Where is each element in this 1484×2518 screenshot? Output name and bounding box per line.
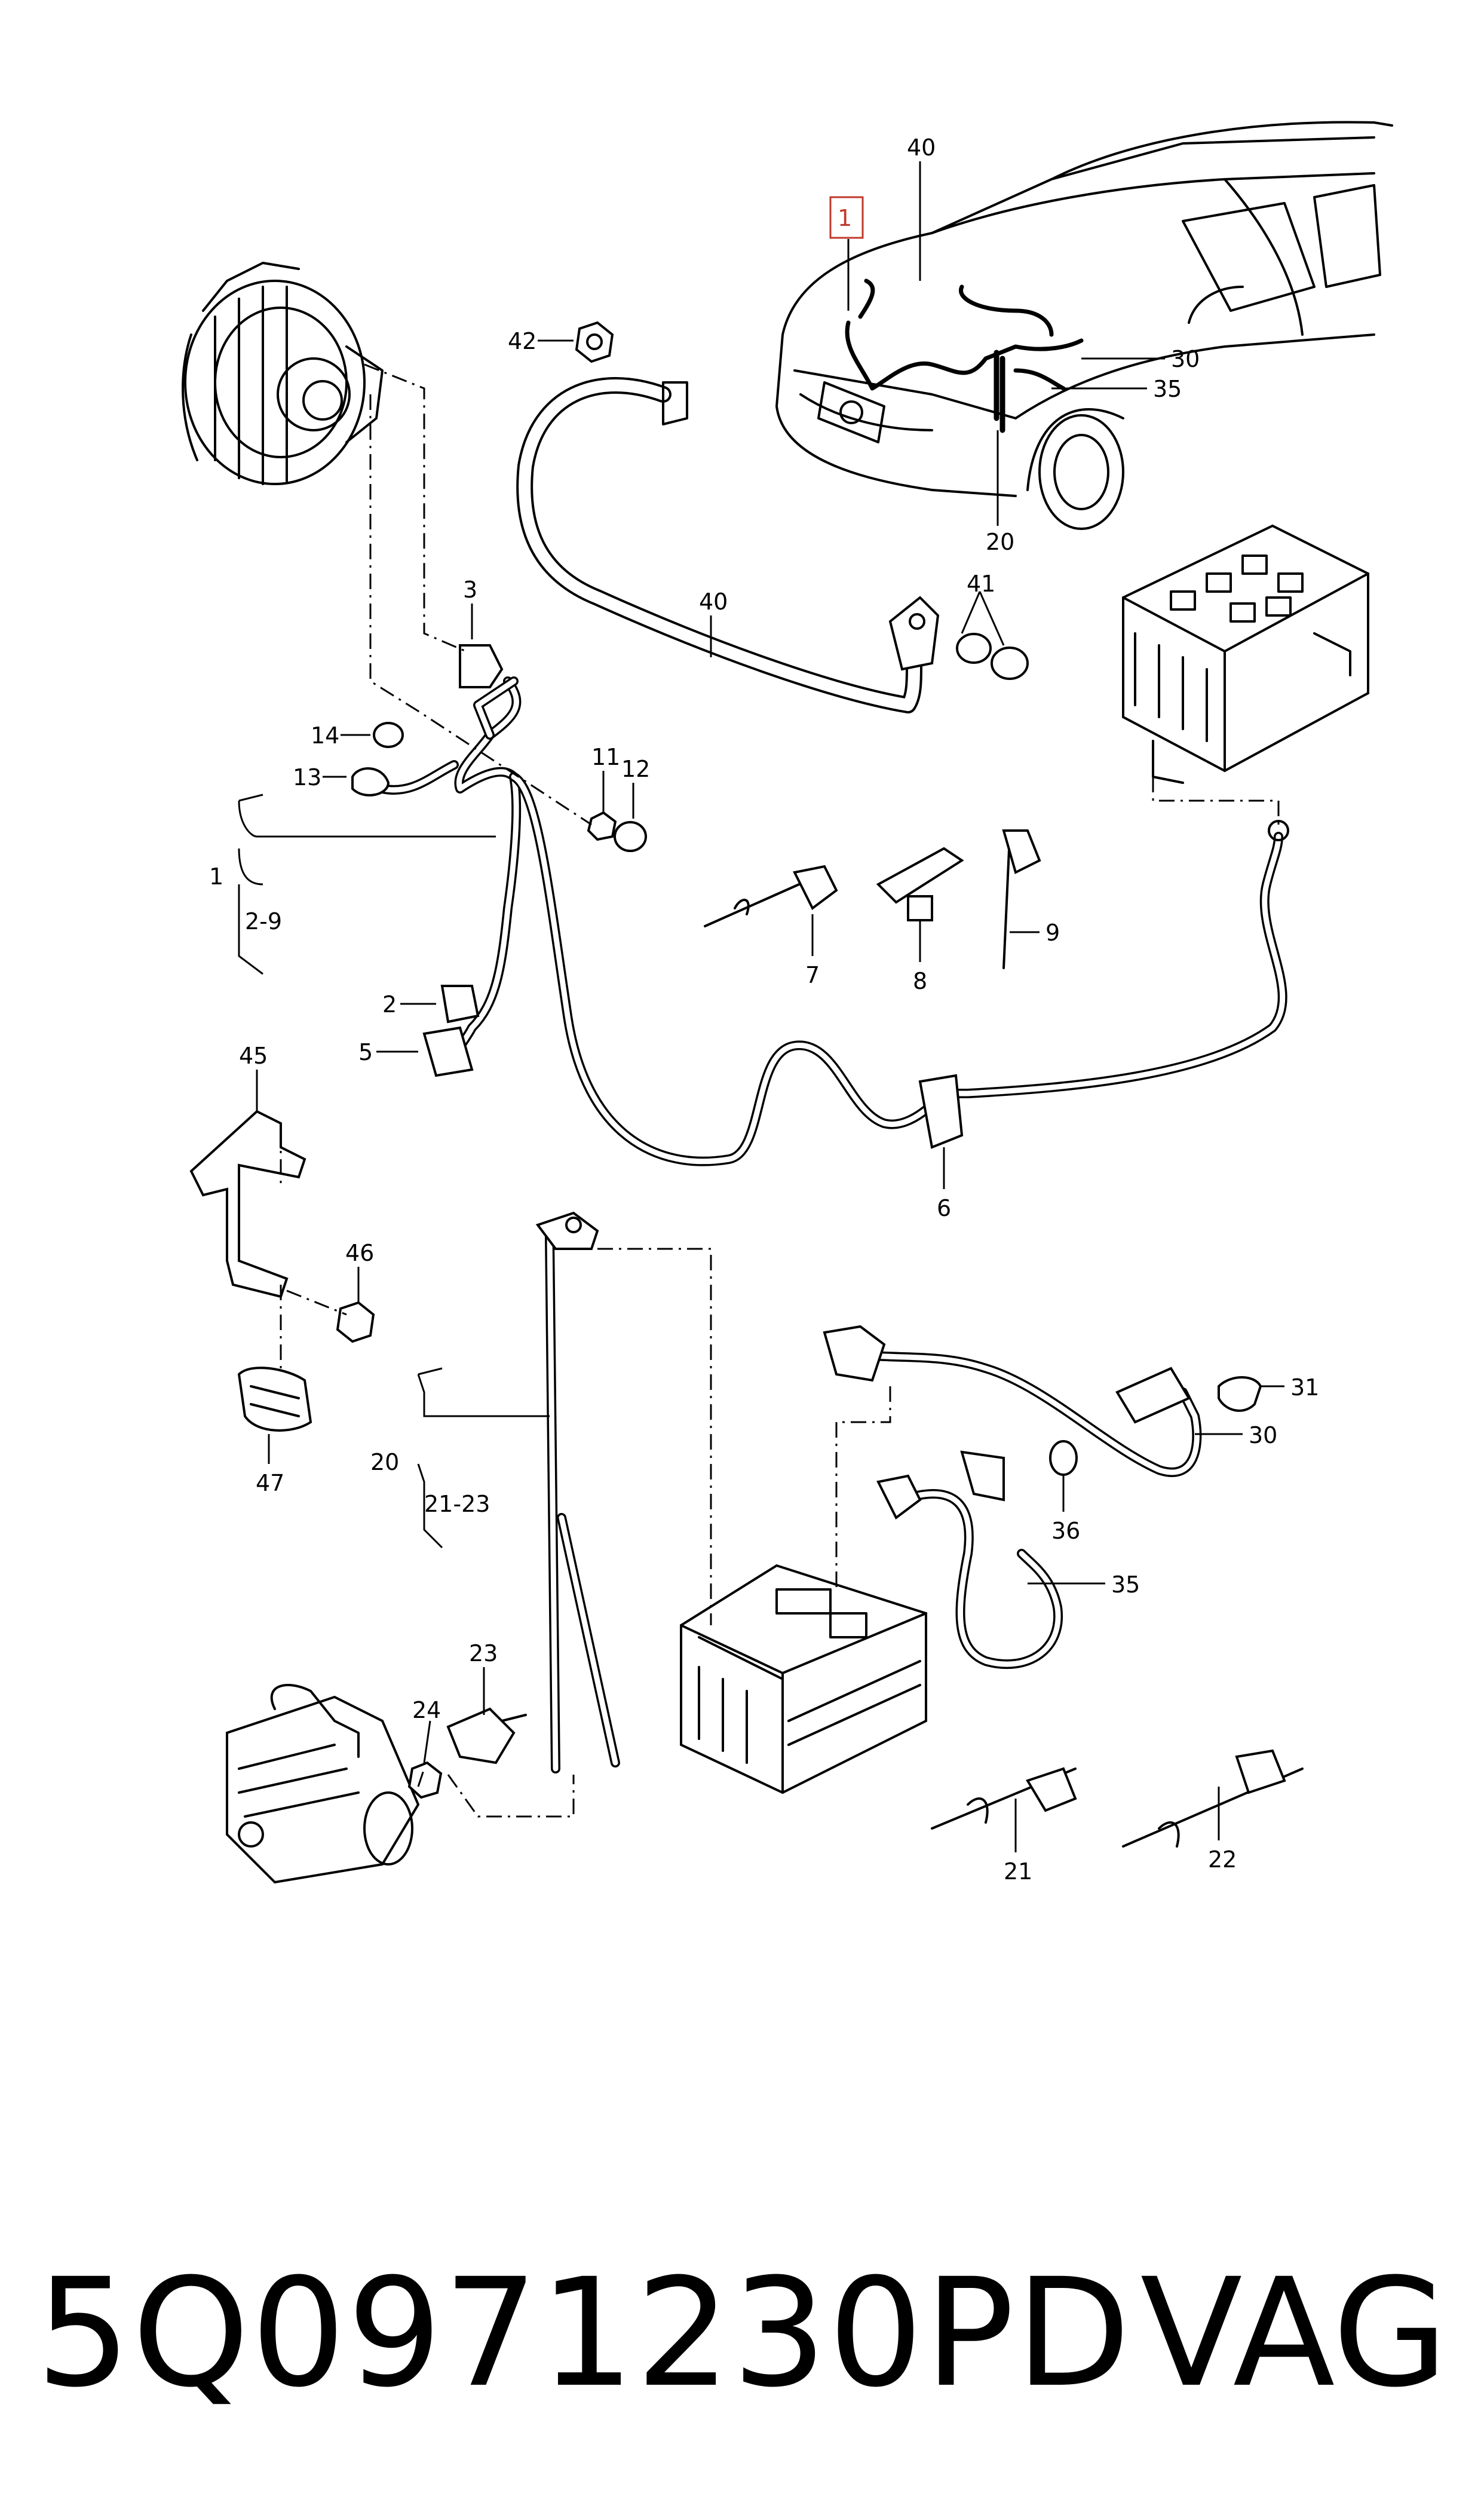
callout-22: 22 — [1208, 1846, 1237, 1873]
callout-2: 2 — [382, 991, 397, 1018]
nut-24 — [407, 1761, 443, 1799]
bracket-45 — [189, 1110, 306, 1298]
callout-21-23: 21-23 — [424, 1491, 490, 1517]
callout-36: 36 — [1051, 1518, 1080, 1544]
cable-40 — [516, 377, 940, 713]
connection-lines — [280, 363, 1280, 1818]
callout-11: 11 — [591, 744, 620, 770]
cable-tie-9 — [1002, 829, 1041, 969]
footer: 5Q0971230PD VAG — [0, 2211, 1484, 2462]
cable-30 — [823, 1325, 1202, 1477]
cap-12 — [614, 821, 647, 852]
callout-20: 20 — [370, 1449, 399, 1475]
cap-36 — [1049, 1440, 1078, 1476]
highlight-box — [829, 196, 864, 239]
callout-30: 30 — [1249, 1422, 1277, 1448]
part-number: 5Q0971230PD — [36, 2246, 1132, 2420]
callout-30-top: 30 — [1171, 346, 1200, 372]
callout-40: 40 — [699, 589, 728, 615]
starter-motor — [226, 1684, 420, 1884]
nut-14 — [373, 722, 404, 748]
callout-labels: 1 40 30 35 20 42 3 40 41 14 13 11 12 1 2… — [209, 134, 1319, 1885]
callout-5: 5 — [358, 1039, 373, 1065]
clip-13 — [351, 767, 390, 797]
callout-14: 14 — [311, 722, 339, 749]
clip-47 — [237, 1367, 312, 1432]
callout-45: 45 — [239, 1043, 268, 1069]
nut-41 — [956, 633, 1029, 680]
callout-24: 24 — [412, 1697, 441, 1723]
cap-31 — [1218, 1376, 1262, 1412]
battery — [680, 1564, 927, 1794]
callout-41: 41 — [967, 571, 995, 597]
bracket-23 — [446, 1707, 527, 1765]
cable-tie-7 — [704, 865, 838, 927]
vehicle-overview — [775, 121, 1393, 530]
callout-23: 23 — [469, 1640, 498, 1667]
callout-6: 6 — [937, 1195, 951, 1221]
callout-1-highlight: 1 — [838, 205, 852, 231]
callout-2-9: 2-9 — [245, 908, 282, 935]
callout-7: 7 — [805, 962, 820, 988]
wiring-harness-diagram: 1 40 30 35 20 42 3 40 41 14 13 11 12 1 2… — [182, 121, 1393, 1885]
callout-40-top: 40 — [907, 134, 936, 161]
callout-35-top: 35 — [1153, 376, 1182, 402]
cable-tie-21 — [931, 1767, 1077, 1830]
callout-13: 13 — [293, 764, 321, 791]
nut-11 — [587, 811, 617, 841]
callout-8: 8 — [913, 968, 927, 994]
callout-35: 35 — [1111, 1572, 1140, 1598]
fuse-box — [1122, 524, 1369, 784]
cable-20 — [535, 1211, 620, 1773]
callout-42: 42 — [508, 328, 536, 354]
nut-46 — [336, 1301, 375, 1343]
callout-21: 21 — [1004, 1858, 1032, 1885]
nut-42 — [575, 321, 614, 363]
callout-31: 31 — [1290, 1374, 1319, 1401]
cable-tie-22 — [1122, 1749, 1304, 1848]
harness-1 — [378, 644, 1289, 1166]
callout-3: 3 — [463, 577, 477, 603]
callout-47: 47 — [256, 1470, 284, 1496]
leader-lines — [238, 161, 1284, 1852]
cable-35 — [876, 1450, 1063, 1670]
alternator — [182, 262, 384, 485]
callout-20-top: 20 — [986, 529, 1014, 555]
callout-9: 9 — [1045, 920, 1060, 946]
brand-name: VAG — [1140, 2246, 1448, 2420]
callout-46: 46 — [345, 1240, 374, 1266]
clip-8 — [876, 847, 964, 921]
callout-12: 12 — [621, 756, 650, 782]
callout-1: 1 — [209, 863, 223, 890]
